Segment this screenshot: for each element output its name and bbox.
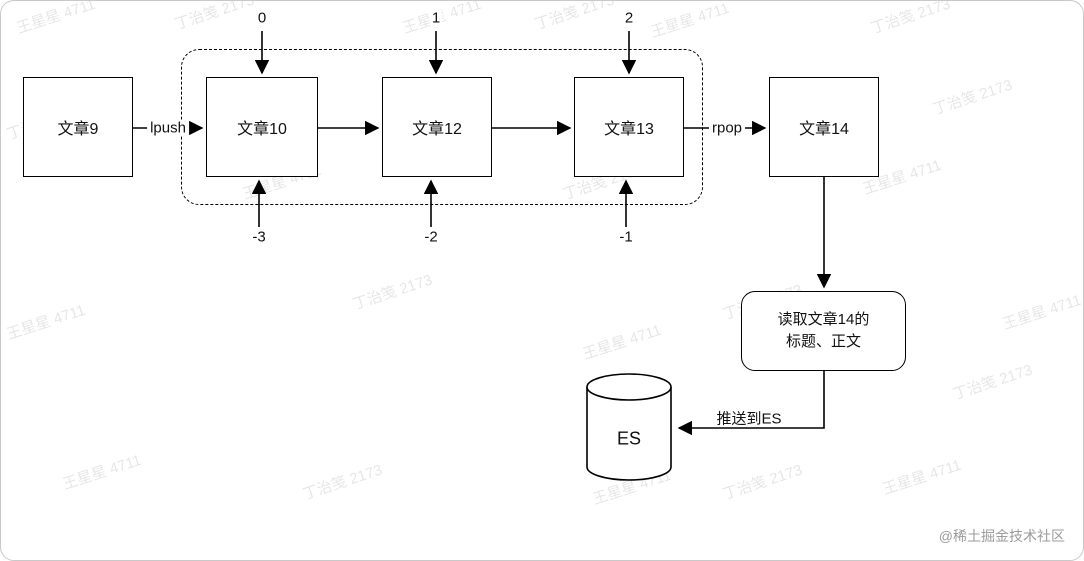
node-article13-label: 文章13 xyxy=(604,121,654,138)
node-article14-label: 文章14 xyxy=(799,121,849,138)
node-article14: 文章14 xyxy=(769,77,879,177)
index-bottom-neg1: -1 xyxy=(617,228,635,246)
node-article12: 文章12 xyxy=(382,77,492,177)
edge-label-lpush: lpush xyxy=(147,119,189,137)
node-article10: 文章10 xyxy=(206,77,318,177)
community-credit: @稀土掘金技术社区 xyxy=(938,528,1065,544)
es-cylinder xyxy=(586,373,672,481)
index-bottom-neg3: -3 xyxy=(250,228,268,246)
node-es-label: ES xyxy=(616,428,642,449)
index-top-0: 0 xyxy=(255,9,269,27)
arrow-readbox-to-es xyxy=(677,371,825,436)
read-line1: 读取文章14的 xyxy=(777,311,870,329)
node-article12-label: 文章12 xyxy=(412,121,462,138)
node-article9-label: 文章9 xyxy=(57,121,99,138)
index-top-1: 1 xyxy=(429,9,443,27)
read-line2: 标题、正文 xyxy=(785,333,861,350)
edge-label-rpop: rpop xyxy=(708,119,746,137)
node-article9: 文章9 xyxy=(23,77,133,177)
index-top-2: 2 xyxy=(622,9,636,27)
index-bottom-neg2: -2 xyxy=(422,228,440,246)
edge-label-push-to-es: 推送到ES xyxy=(716,410,782,428)
node-article10-label: 文章10 xyxy=(237,121,287,138)
node-read-article14: 读取文章14的 标题、正文 xyxy=(741,291,906,371)
node-article13: 文章13 xyxy=(574,77,684,177)
